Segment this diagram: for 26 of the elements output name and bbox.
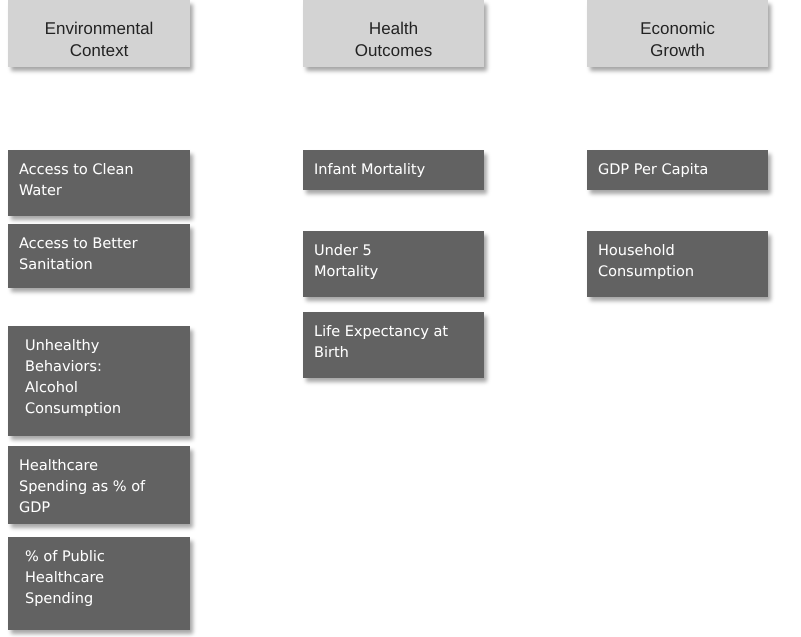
indicator-box (587, 231, 768, 297)
indicator-box (303, 231, 484, 297)
category-header-box (8, 0, 190, 67)
indicator-box (8, 537, 190, 630)
header-text: Economic Growth (639, 18, 716, 62)
indicator-label: Healthcare Spending as % of GDP (19, 457, 146, 518)
indicator-label: Unhealthy Behaviors: Alcohol Consumption (25, 337, 122, 420)
indicator-label: Under 5 Mortality (314, 242, 380, 282)
indicator-box (8, 326, 190, 436)
indicator-label: Household Consumption (598, 242, 696, 282)
indicator-box (8, 150, 190, 216)
indicator-label: Infant Mortality (314, 161, 426, 180)
indicator-label: Access to Better Sanitation (19, 235, 139, 276)
indicator-label: % of Public Healthcare Spending (25, 548, 106, 610)
category-header-box (303, 0, 484, 67)
indicator-label: GDP Per Capita (598, 161, 710, 180)
indicator-box (303, 312, 484, 378)
indicator-label: Life Expectancy at Birth (314, 323, 449, 364)
indicator-label: Access to Clean Water (19, 161, 135, 202)
category-header-box (587, 0, 768, 67)
header-text: Environmental Context (44, 18, 154, 62)
indicator-box (587, 150, 768, 190)
indicator-box (303, 150, 484, 190)
indicator-box (8, 224, 190, 288)
indicator-box (8, 446, 190, 524)
header-text: Health Outcomes (354, 18, 434, 62)
